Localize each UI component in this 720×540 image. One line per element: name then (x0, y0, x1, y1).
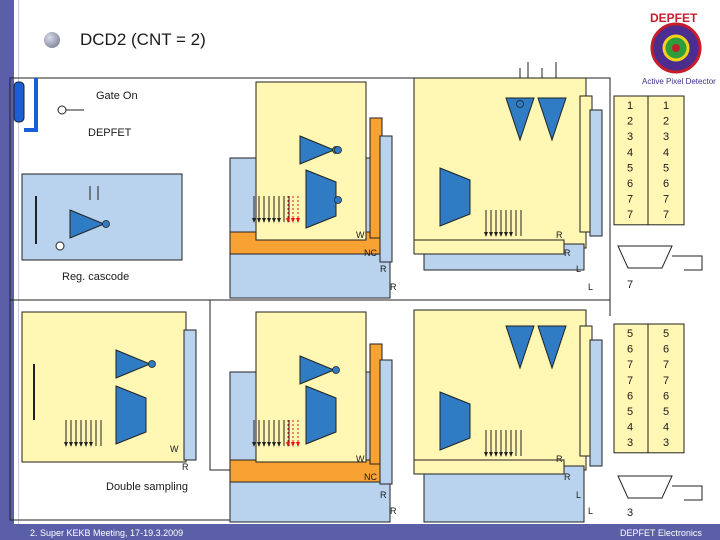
signal-r-top-1: R (380, 264, 387, 274)
table-frame (613, 95, 685, 226)
logo-text: DEPFET (650, 11, 698, 25)
depfet-logo: DEPFET Active Pixel Detector (642, 11, 716, 86)
table-cell-col2: 7 (663, 359, 669, 371)
signal-r-top-3: R (556, 230, 563, 240)
logo-ring-text: Active Pixel Detector (642, 77, 716, 86)
signal-r-bottom-1: R (380, 490, 387, 500)
mux-out-bottom: 3 (627, 507, 633, 519)
table-cell-col1: 4 (627, 147, 633, 159)
table-cell-col2: 6 (663, 390, 669, 402)
table-cell-col1: 1 (627, 100, 633, 112)
table-cell-col1: 2 (627, 116, 633, 128)
signal-r-bottom-2: R (390, 506, 397, 516)
readout-table-bottom: 5 6 7 7 6 5 4 3 5 6 7 7 6 5 4 3 (613, 323, 685, 454)
table-cell-col1: 5 (627, 328, 633, 340)
table-cell-col2: 6 (663, 178, 669, 190)
signal-w-bottom: W (356, 454, 365, 464)
table-cell-col2: 6 (663, 344, 669, 356)
table-cell-col1: 7 (627, 209, 633, 221)
table-cell-col2: 1 (663, 100, 669, 112)
label-depfet: DEPFET (88, 127, 132, 139)
table-cell-col2: 5 (663, 328, 669, 340)
depfet-frontend (13, 78, 183, 261)
label-reg-cascode: Reg. cascode (62, 271, 129, 283)
signal-w-top: W (356, 230, 365, 240)
table-cell-col1: 3 (627, 437, 633, 449)
signal-r-top-4: R (564, 248, 571, 258)
table-frame (613, 323, 685, 454)
signal-l-bottom-1: L (576, 490, 581, 500)
signal-r-bl: R (182, 462, 189, 472)
signal-r-top-2: R (390, 282, 397, 292)
table-cell-col1: 5 (627, 162, 633, 174)
footer-left: 2. Super KEKB Meeting, 17-19.3.2009 (30, 528, 184, 538)
slide-title: DCD2 (CNT = 2) (80, 30, 206, 49)
mux-out-top: 7 (627, 279, 633, 291)
label-gate-on: Gate On (96, 90, 138, 102)
table-cell-col2: 7 (663, 209, 669, 221)
table-cell-col2: 2 (663, 116, 669, 128)
title-bullet-icon (44, 32, 60, 48)
footer-right: DEPFET Electronics (620, 528, 702, 538)
table-cell-col1: 7 (627, 194, 633, 206)
readout-table-top: 1 2 3 4 5 6 7 7 1 2 3 4 5 6 7 7 (613, 95, 685, 226)
signal-l-top-2: L (588, 282, 593, 292)
table-cell-col2: 7 (663, 375, 669, 387)
table-cell-col2: 7 (663, 194, 669, 206)
table-cell-col1: 4 (627, 422, 633, 434)
table-cell-col1: 5 (627, 406, 633, 418)
label-double-sampling: Double sampling (106, 481, 188, 493)
signal-r-bottom-3: R (556, 454, 563, 464)
table-cell-col1: 3 (627, 131, 633, 143)
table-cell-col1: 7 (627, 359, 633, 371)
signal-nc-bottom: NC (364, 472, 377, 482)
signal-r-bottom-4: R (564, 472, 571, 482)
signal-l-bottom-2: L (588, 506, 593, 516)
table-cell-col2: 4 (663, 422, 669, 434)
table-cell-col1: 7 (627, 375, 633, 387)
table-cell-col2: 5 (663, 162, 669, 174)
table-cell-col1: 6 (627, 178, 633, 190)
signal-nc-top: NC (364, 248, 377, 258)
table-cell-col1: 6 (627, 390, 633, 402)
table-cell-col2: 5 (663, 406, 669, 418)
table-cell-col1: 6 (627, 344, 633, 356)
signal-l-top-1: L (576, 264, 581, 274)
table-cell-col2: 4 (663, 147, 669, 159)
footer-bar (0, 524, 720, 540)
signal-w-bl: W (170, 444, 179, 454)
table-cell-col2: 3 (663, 437, 669, 449)
table-cell-col2: 3 (663, 131, 669, 143)
